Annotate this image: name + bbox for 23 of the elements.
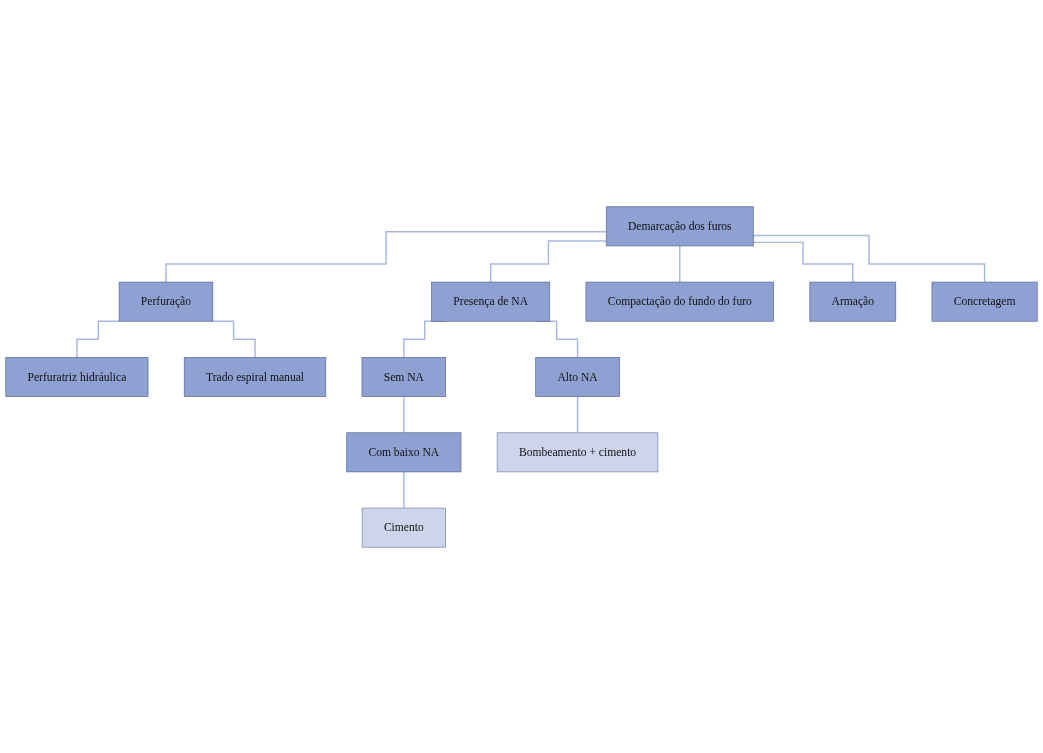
connector <box>403 395 405 433</box>
connector <box>165 230 607 283</box>
node-box: Sem NA <box>361 356 447 397</box>
node-box: Alto NA <box>535 356 620 397</box>
connector <box>752 241 854 283</box>
connector <box>76 320 121 358</box>
node-box: Armação <box>809 281 897 322</box>
connector <box>752 234 986 283</box>
node-box: Presença de NA <box>431 281 551 322</box>
node-box: Trado espiral manual <box>183 356 327 397</box>
connector <box>679 244 681 283</box>
connector <box>211 320 256 358</box>
connector <box>403 470 405 509</box>
node-box: Concretagem <box>931 281 1038 322</box>
node-box: Demarcação dos furos <box>605 205 754 246</box>
connector <box>576 395 579 433</box>
node-box: Perfuração <box>118 281 214 322</box>
node-box: Cimento <box>361 507 446 548</box>
node-box: Perfuratriz hidráulica <box>5 356 149 397</box>
node-box: Com baixo NA <box>346 431 462 472</box>
connector <box>489 239 607 283</box>
node-box: Bombeamento + cimento <box>496 431 659 472</box>
node-box: Compactação do fundo do furo <box>585 281 774 322</box>
